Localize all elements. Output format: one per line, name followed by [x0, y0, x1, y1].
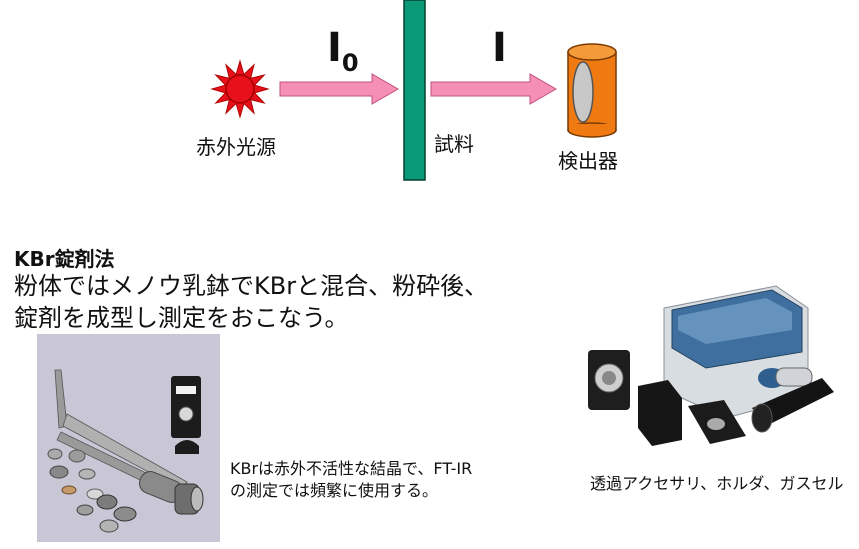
incident-beam-arrow	[279, 73, 400, 105]
infrared-source-icon	[210, 59, 270, 119]
method-heading: KBr錠剤法	[14, 247, 115, 271]
detector-label: 検出器	[558, 149, 618, 173]
transmitted-beam-arrow	[430, 73, 558, 105]
method-description: 粉体ではメノウ乳鉢でKBrと混合、粉砕後、錠剤を成型し測定をおこなう。	[14, 272, 489, 332]
incident-symbol-letter: I	[327, 25, 342, 71]
transmission-accessories-photo	[576, 268, 846, 458]
sample-label: 試料	[434, 132, 474, 156]
sample-plate	[403, 0, 426, 181]
source-label: 赤外光源	[196, 135, 276, 159]
transmitted-intensity-symbol: I	[492, 25, 507, 71]
kbr-press-kit-photo	[37, 334, 220, 542]
incident-intensity-symbol: I0	[327, 28, 359, 83]
accessories-photo-caption: 透過アクセサリ、ホルダ、ガスセル	[590, 474, 844, 493]
kbr-photo-caption: KBrは赤外不活性な結晶で、FT-IRの測定では頻繁に使用する。	[230, 459, 473, 500]
detector-icon	[567, 43, 617, 138]
ir-measurement-schematic	[210, 0, 617, 181]
incident-symbol-subscript: 0	[341, 49, 359, 77]
